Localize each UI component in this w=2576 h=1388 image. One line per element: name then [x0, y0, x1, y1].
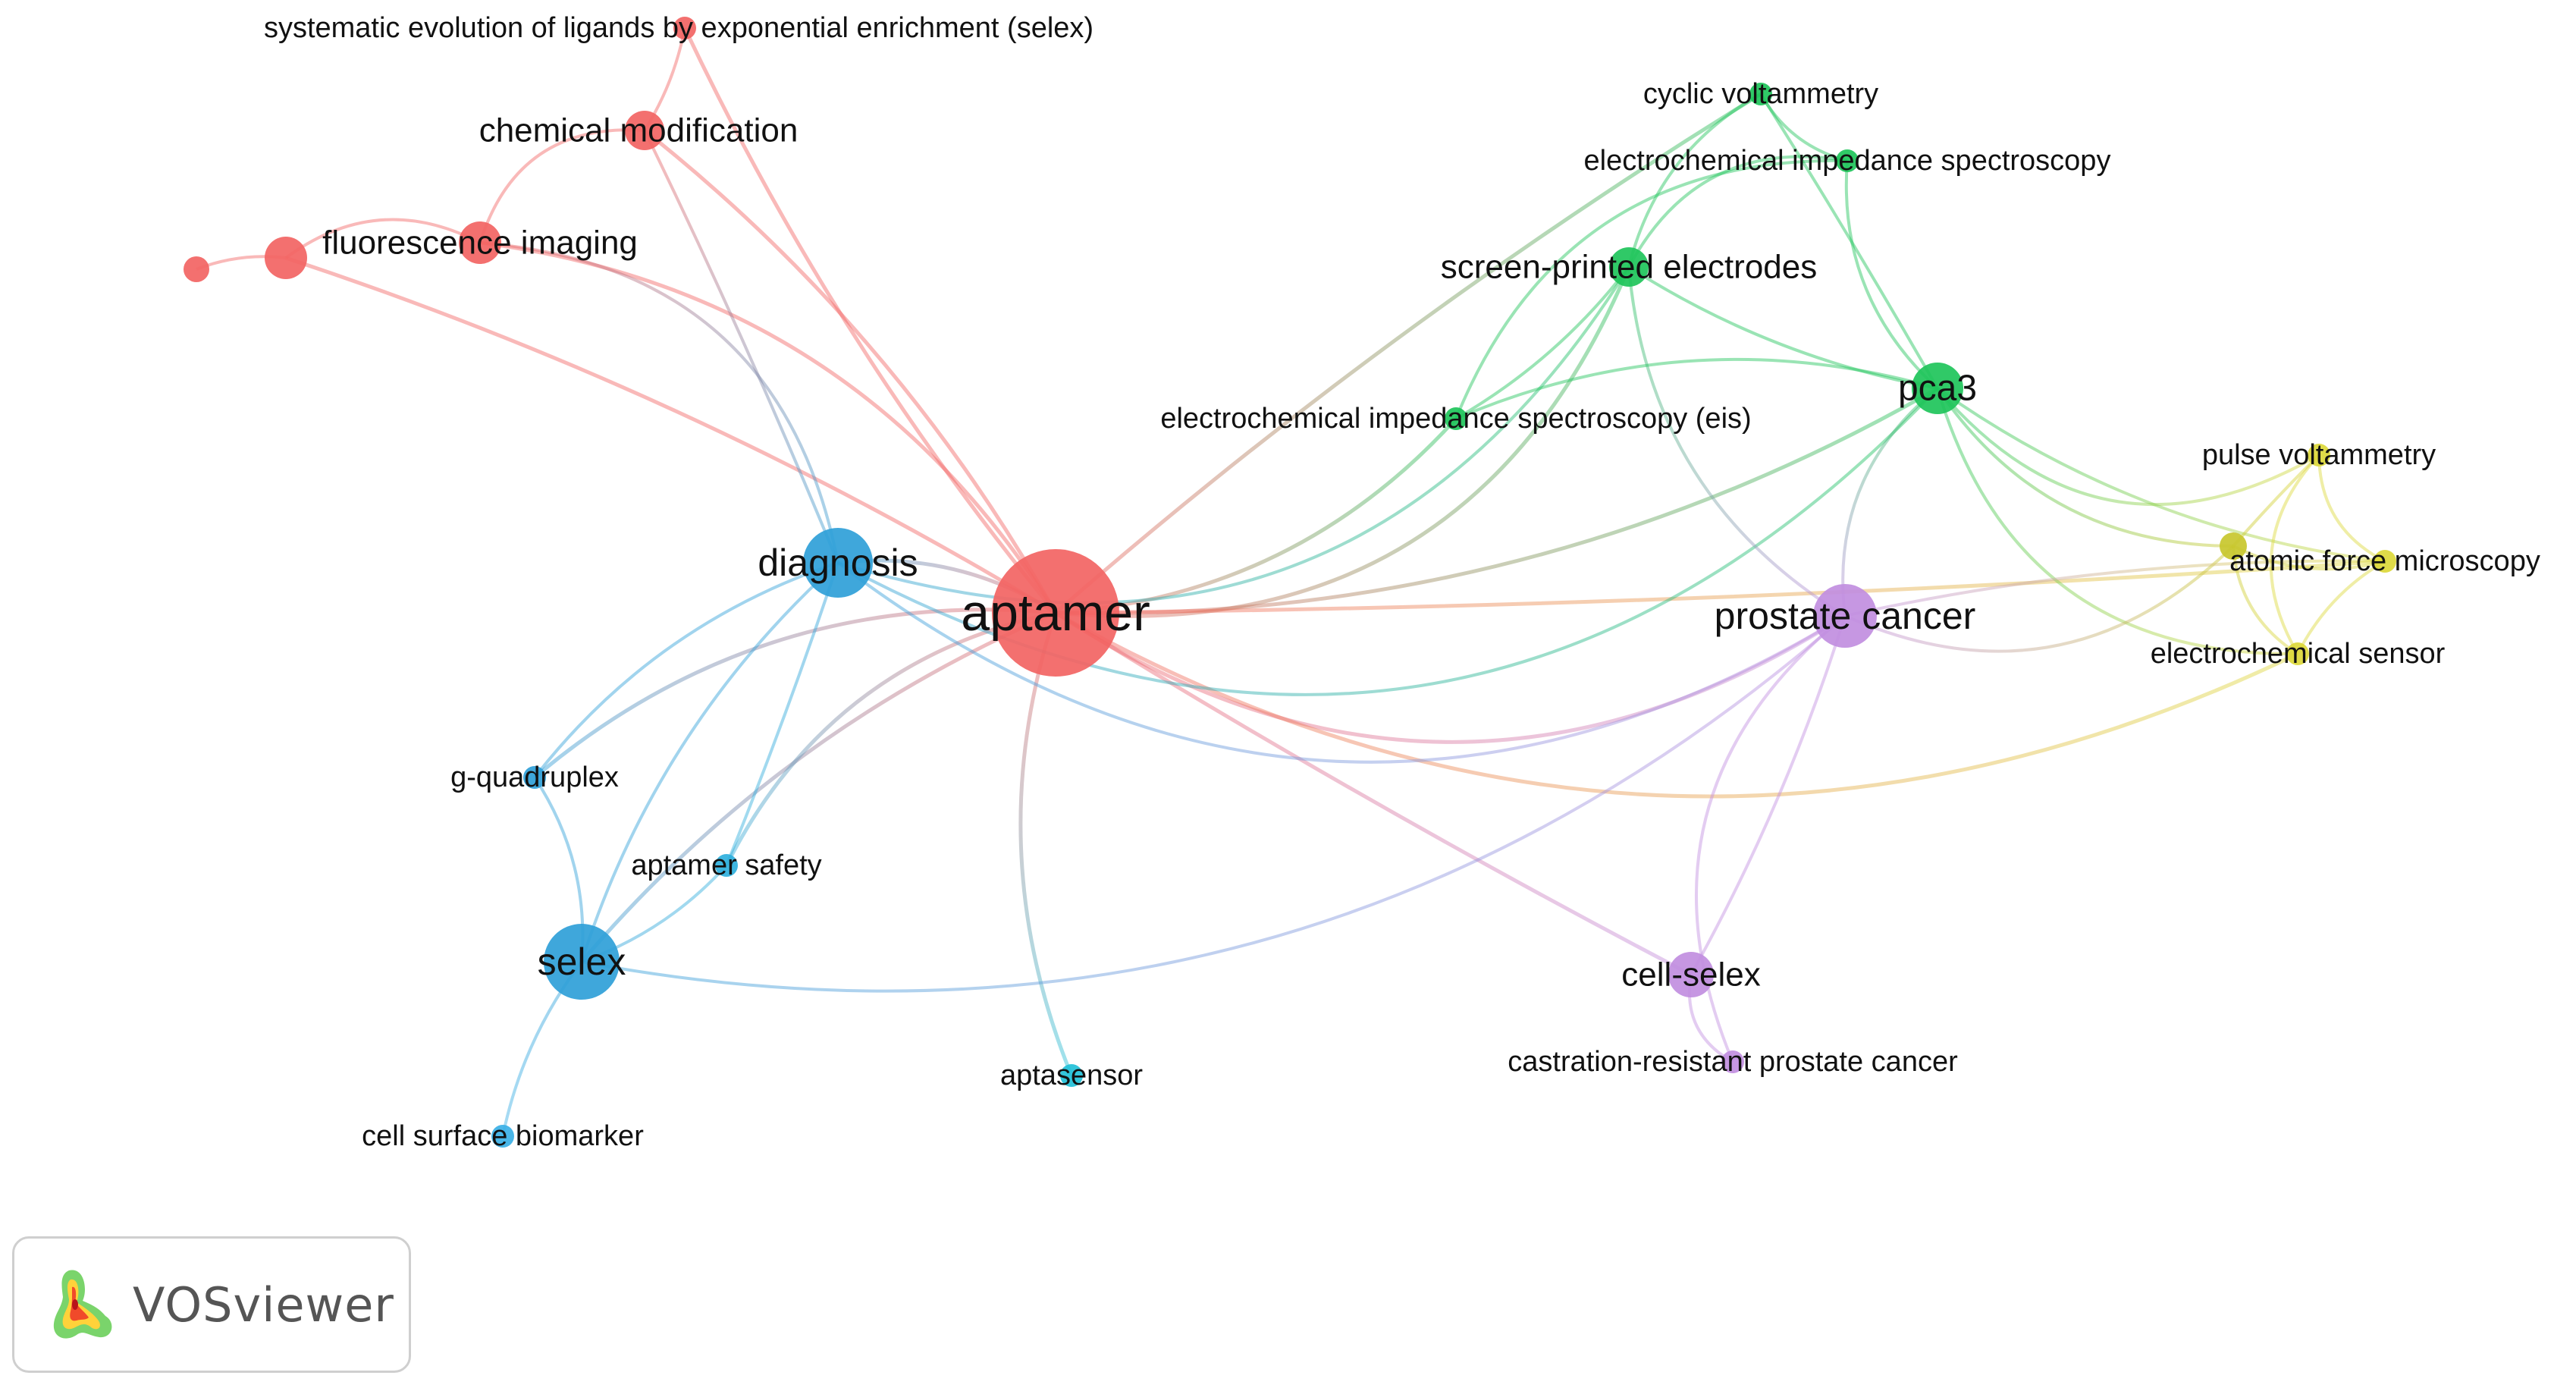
link-aptamer-systematic-evolution [682, 27, 1057, 614]
link-pca3-yellow-node [1936, 387, 2234, 548]
link-pca3-atomic-force-microscopy [1936, 387, 2386, 563]
vosviewer-logo-icon [53, 1270, 112, 1339]
link-screen-printed-electrodes-prostate-cancer [1627, 266, 1846, 617]
label-fluorescence-imaging: fluorescence imaging [322, 225, 638, 262]
label-selex: selex [538, 941, 626, 983]
node-eis-abbrev[interactable] [1445, 407, 1467, 430]
link-yellow-node-atomic-force-microscopy [2232, 545, 2386, 571]
link-aptamer-chemical-modification [643, 129, 1058, 614]
node-aptamer[interactable] [992, 549, 1119, 677]
link-pca3-eis-abbrev [1455, 357, 1938, 420]
vosviewer-logo: VOSviewer [12, 1236, 411, 1373]
link-pulse-voltammetry-atomic-force-microscopy [2317, 454, 2386, 563]
node-cyclic-voltammetry[interactable] [1749, 83, 1772, 105]
node-red-node-tiny[interactable] [184, 256, 209, 282]
node-screen-printed-electrodes[interactable] [1609, 247, 1649, 287]
node-systematic-evolution[interactable] [673, 17, 696, 39]
link-aptamer-g-quadruplex [533, 608, 1056, 779]
link-cyclic-voltammetry-pca3 [1759, 93, 1939, 389]
node-red-node-small[interactable] [265, 237, 307, 279]
node-aptamer-safety[interactable] [715, 854, 738, 877]
node-prostate-cancer[interactable] [1813, 584, 1877, 648]
link-aptamer-selex [580, 611, 1056, 963]
link-aptamer-electrochemical-sensor [1054, 611, 2299, 799]
node-selex[interactable] [544, 924, 620, 1000]
links-layer [196, 27, 2386, 1137]
link-prostate-cancer-atomic-force-microscopy [1844, 559, 2386, 617]
label-aptamer-safety: aptamer safety [631, 849, 821, 881]
node-yellow-node[interactable] [2220, 532, 2247, 560]
link-diagnosis-fluorescence-imaging [479, 241, 839, 564]
label-cell-selex: cell-selex [1621, 956, 1760, 994]
link-eis-spectroscopy-eis-abbrev [1454, 159, 1848, 419]
label-atomic-force-microscopy: atomic force microscopy [2229, 545, 2540, 577]
node-aptasensor[interactable] [1060, 1064, 1083, 1087]
label-eis-abbrev: electrochemical impedance spectroscopy (… [1160, 403, 1751, 435]
node-electrochemical-sensor[interactable] [2286, 642, 2309, 665]
node-fluorescence-imaging[interactable] [459, 221, 501, 264]
node-cell-surface-biomarker[interactable] [491, 1125, 514, 1148]
link-aptamer-eis-abbrev [1055, 417, 1457, 615]
label-electrochemical-sensor: electrochemical sensor [2151, 638, 2446, 670]
node-pca3[interactable] [1912, 363, 1963, 414]
label-eis-spectroscopy: electrochemical impedance spectroscopy [1584, 145, 2111, 177]
label-chemical-modification: chemical modification [479, 112, 799, 149]
link-pca3-prostate-cancer [1841, 387, 1939, 617]
link-diagnosis-g-quadruplex [533, 561, 839, 779]
link-aptamer-screen-printed-electrodes [1055, 266, 1631, 618]
link-diagnosis-aptamer-safety [725, 562, 839, 866]
link-pca3-pulse-voltammetry [1936, 387, 2320, 507]
link-prostate-cancer-yellow-node [1844, 545, 2235, 653]
label-cell-surface-biomarker: cell surface biomarker [362, 1120, 644, 1152]
label-prostate-cancer: prostate cancer [1715, 595, 1976, 637]
node-pulse-voltammetry[interactable] [2308, 444, 2330, 466]
label-aptasensor: aptasensor [1000, 1060, 1143, 1091]
link-aptamer-red-node-small [285, 256, 1057, 615]
label-g-quadruplex: g-quadruplex [450, 762, 619, 793]
link-selex-prostate-cancer [581, 614, 1846, 993]
link-chemical-modification-fluorescence-imaging [478, 128, 645, 243]
link-atomic-force-microscopy-electrochemical-sensor [2296, 560, 2386, 655]
link-aptamer-atomic-force-microscopy [1055, 559, 2386, 615]
node-g-quadruplex[interactable] [523, 766, 546, 789]
link-cyclic-voltammetry-screen-printed-electrodes [1627, 93, 1762, 268]
node-chemical-modification[interactable] [625, 111, 664, 150]
link-fluorescence-imaging-red-node-small [284, 218, 481, 259]
node-diagnosis[interactable] [803, 528, 873, 598]
link-eis-spectroscopy-pca3 [1844, 160, 1939, 390]
link-eis-abbrev-screen-printed-electrodes [1455, 265, 1630, 420]
link-aptamer-aptasensor [1018, 612, 1074, 1076]
label-cyclic-voltammetry: cyclic voltammetry [1643, 78, 1878, 110]
label-diagnosis: diagnosis [758, 542, 918, 584]
label-castration-resistant: castration-resistant prostate cancer [1508, 1046, 1958, 1078]
label-systematic-evolution: systematic evolution of ligands by expon… [264, 12, 1093, 44]
label-aptamer: aptamer [961, 584, 1150, 642]
node-eis-spectroscopy[interactable] [1836, 149, 1859, 172]
link-prostate-cancer-cell-selex [1690, 615, 1846, 975]
link-diagnosis-prostate-cancer [836, 561, 1846, 764]
link-diagnosis-selex [580, 561, 839, 962]
labels-layer: aptamer diagnosis selex g-quadruplex aptamer… [264, 12, 2540, 1152]
link-pulse-voltammetry-electrochemical-sensor [2269, 454, 2320, 655]
nodes-layer [184, 17, 2396, 1148]
label-pulse-voltammetry: pulse voltammetry [2202, 439, 2436, 471]
node-cell-selex[interactable] [1668, 952, 1714, 997]
vosviewer-logo-text: VOSviewer [133, 1277, 394, 1333]
link-screen-printed-electrodes-pca3 [1627, 265, 1938, 390]
node-atomic-force-microscopy[interactable] [2374, 550, 2396, 573]
label-pca3: pca3 [1898, 369, 1977, 409]
link-aptamer-cyclic-voltammetry [1054, 92, 1762, 614]
link-diagnosis-chemical-modification [643, 130, 839, 564]
label-screen-printed-electrodes: screen-printed electrodes [1441, 249, 1817, 286]
link-aptamer-cell-selex [1054, 611, 1693, 977]
node-castration-resistant[interactable] [1721, 1050, 1744, 1073]
link-pca3-electrochemical-sensor [1936, 388, 2298, 656]
